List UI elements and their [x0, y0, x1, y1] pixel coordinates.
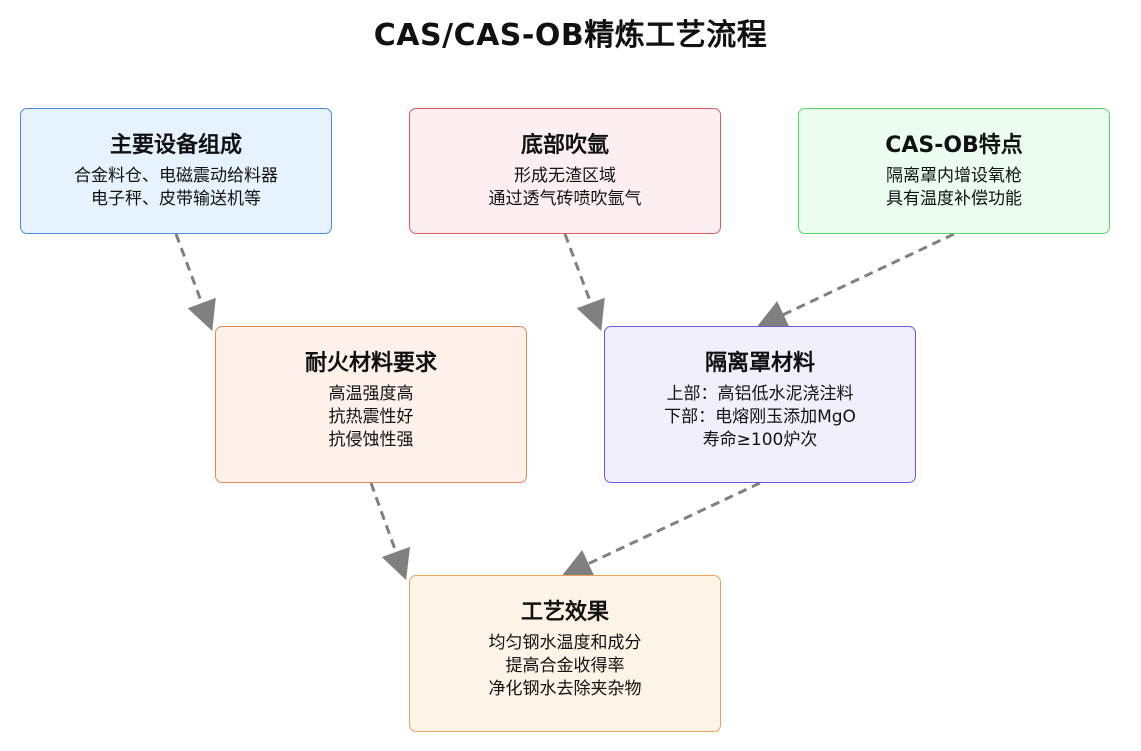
node-casob: CAS-OB特点 隔离罩内增设氧枪 具有温度补偿功能 [798, 108, 1110, 234]
node-line: 提高合金收得率 [505, 656, 625, 676]
node-equipment: 主要设备组成 合金料仓、电磁震动给料器 电子秤、皮带输送机等 [20, 108, 332, 234]
node-line: 净化钢水去除夹杂物 [488, 679, 642, 699]
node-line: 电子秤、皮带输送机等 [91, 189, 261, 209]
node-title: CAS-OB特点 [885, 133, 1023, 158]
edge-hood-effect [561, 481, 761, 578]
node-line: 通过透气砖喷吹氩气 [488, 189, 642, 209]
diagram-title: CAS/CAS-OB精炼工艺流程 [373, 18, 768, 53]
node-line: 合金料仓、电磁震动给料器 [74, 166, 278, 186]
node-line: 下部：电熔刚玉添加MgO [664, 407, 856, 427]
node-title: 主要设备组成 [109, 133, 242, 158]
node-argon: 底部吹氩 形成无渣区域 通过透气砖喷吹氩气 [409, 108, 721, 234]
node-line: 抗热震性好 [328, 407, 414, 427]
node-line: 抗侵蚀性强 [328, 430, 414, 450]
node-title: 耐火材料要求 [304, 351, 437, 376]
node-line: 寿命≥100炉次 [702, 430, 818, 450]
node-line: 形成无渣区域 [514, 166, 616, 186]
node-line: 上部：高铝低水泥浇注料 [666, 384, 854, 404]
node-line: 高温强度高 [328, 384, 414, 404]
node-line: 具有温度补偿功能 [886, 189, 1022, 209]
node-line: 均匀钢水温度和成分 [488, 633, 642, 653]
node-title: 工艺效果 [520, 600, 609, 625]
edge-refractory-effect [369, 482, 411, 581]
edge-equipment-refractory [174, 233, 216, 332]
edge-casob-hood [756, 232, 955, 329]
node-effect: 工艺效果 均匀钢水温度和成分 提高合金收得率 净化钢水去除夹杂物 [409, 575, 721, 732]
edge-argon-hood [563, 233, 605, 332]
node-title: 底部吹氩 [520, 133, 609, 158]
node-line: 隔离罩内增设氧枪 [886, 166, 1022, 186]
node-title: 隔离罩材料 [704, 351, 815, 376]
node-hood: 隔离罩材料 上部：高铝低水泥浇注料 下部：电熔刚玉添加MgO 寿命≥100炉次 [604, 326, 916, 483]
node-refractory: 耐火材料要求 高温强度高 抗热震性好 抗侵蚀性强 [215, 326, 527, 483]
